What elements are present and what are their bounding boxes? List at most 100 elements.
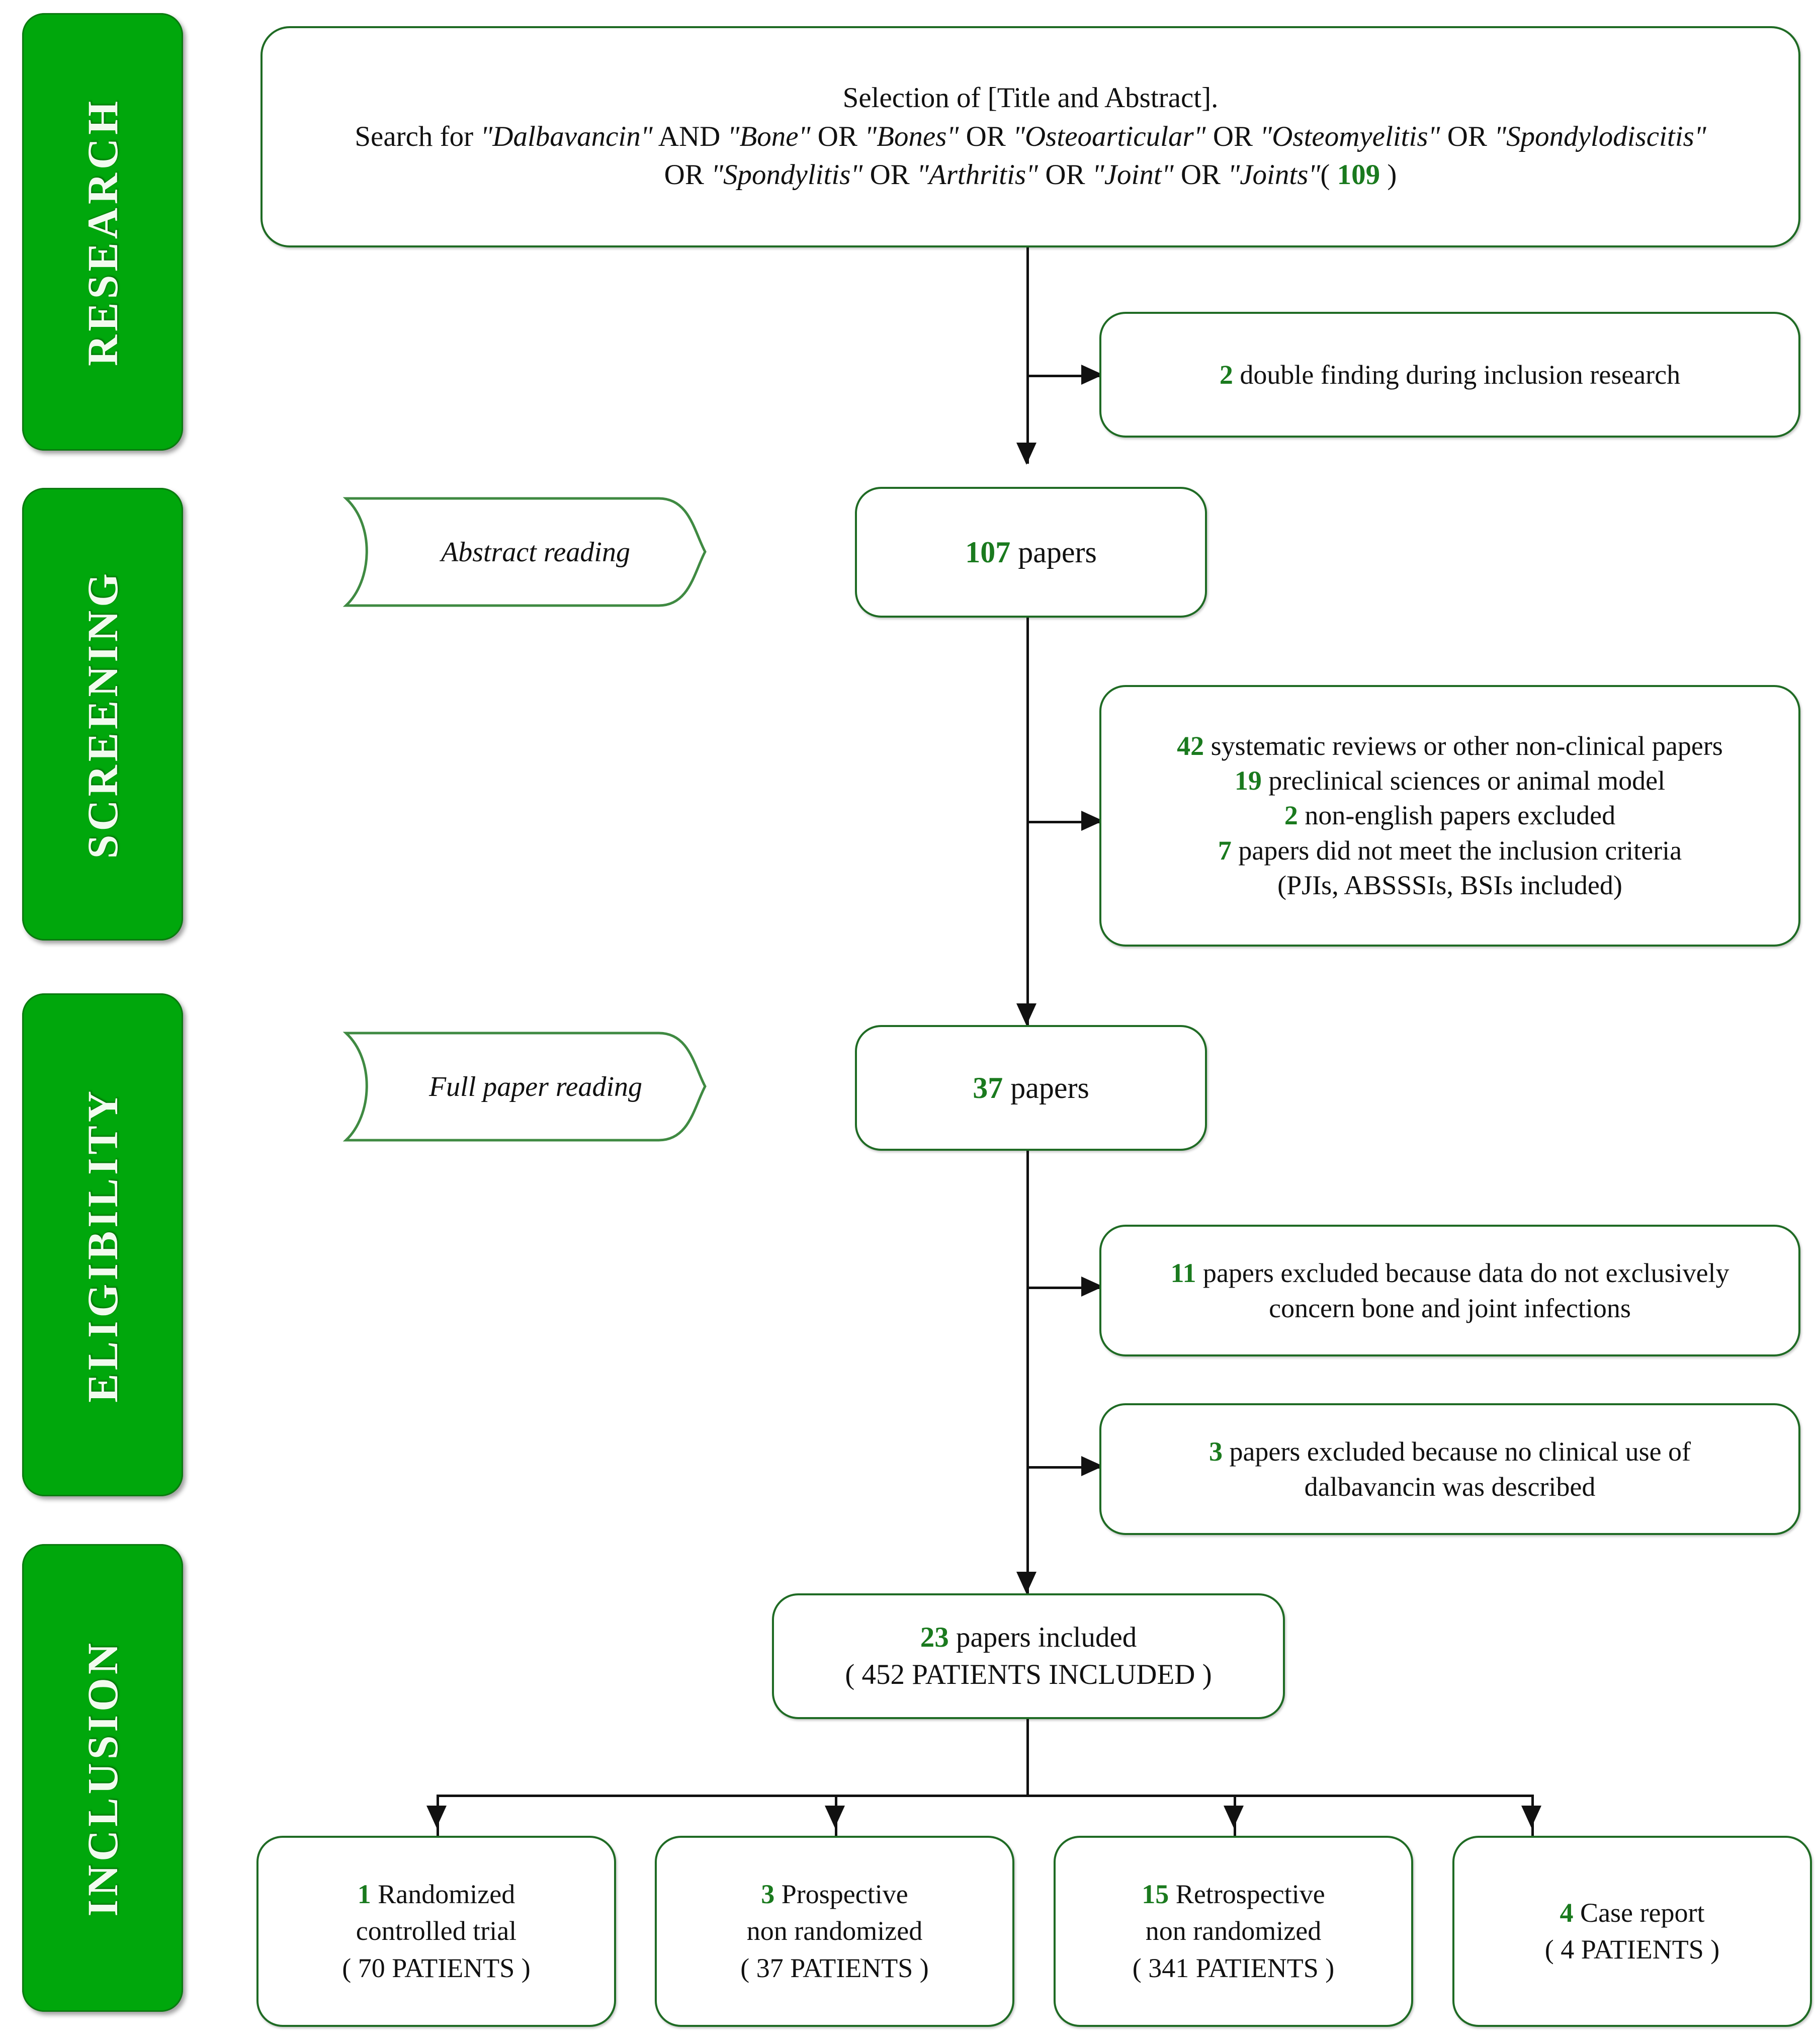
papers-107-count: 107 (965, 536, 1011, 569)
connector-to-screening-exclusions (1026, 821, 1102, 823)
study-type-label: Retrospective (1175, 1879, 1325, 1909)
search-term: "Osteomyelitis" (1260, 120, 1440, 152)
stage-box-eligibility: ELIGIBILITY (22, 993, 183, 1496)
search-term: "Spondylitis" (711, 159, 863, 191)
exclusion-count: 2 (1284, 800, 1298, 831)
duplicates-count: 2 (1219, 359, 1233, 390)
screening-exclusions-box: 42 systematic reviews or other non-clini… (1099, 685, 1800, 947)
exclusion-row: 19 preclinical sciences or animal model (1114, 763, 1785, 798)
connector-to-duplicates (1026, 375, 1102, 377)
included-count: 23 (920, 1621, 949, 1653)
stage-label-screening: SCREENING (78, 569, 127, 859)
search-operator: OR (1440, 120, 1495, 152)
exclusion-row: 2 non-english papers excluded (1114, 798, 1785, 833)
search-query-line-2: OR "Spondylitis" OR "Arthritis" OR "Join… (276, 156, 1785, 194)
search-operator: OR (810, 120, 865, 152)
search-count-open: ( (1320, 159, 1337, 191)
exclusion-count: 19 (1234, 765, 1262, 796)
connector-search-to-screening (1026, 247, 1029, 464)
papers-included-box: 23 papers included ( 452 PATIENTS INCLUD… (772, 1593, 1285, 1719)
eligibility-exclusion-1-box: 11 papers excluded because data do not e… (1099, 1225, 1800, 1356)
study-type-patients: ( 4 PATIENTS ) (1544, 1934, 1720, 1965)
exclusion-text: systematic reviews or other non-clinical… (1210, 731, 1723, 761)
connector-included-to-split (1026, 1719, 1029, 1796)
eligibility-exclusion-1-line-1: 11 papers excluded because data do not e… (1114, 1255, 1785, 1291)
stage-label-inclusion: INCLUSION (78, 1639, 127, 1917)
study-type-count: 4 (1560, 1897, 1574, 1928)
eligibility-exclusion-2-line-1: 3 papers excluded because no clinical us… (1114, 1434, 1785, 1469)
study-type-count: 1 (357, 1879, 371, 1909)
exclusion-count: 7 (1218, 835, 1232, 866)
search-prefix: Search for (355, 120, 481, 152)
study-type-patients: ( 341 PATIENTS ) (1132, 1952, 1335, 1983)
search-strategy-box: Selection of [Title and Abstract]. Searc… (261, 26, 1800, 247)
eligibility-exclusion-2-line-2: dalbavancin was described (1304, 1472, 1596, 1502)
study-type-box-randomized: 1 Randomized controlled trial ( 70 PATIE… (256, 1836, 616, 2027)
arrowhead-to-type-4 (1521, 1806, 1541, 1828)
arrowhead-to-included (1016, 1572, 1036, 1594)
exclusion-footnote: (PJIs, ABSSSIs, BSIs included) (1277, 870, 1622, 900)
papers-37-label: papers (1010, 1071, 1089, 1104)
papers-37-box: 37 papers (855, 1025, 1207, 1151)
search-query-line-1: Search for "Dalbavancin" AND "Bone" OR "… (276, 118, 1785, 156)
study-type-name: 4 Case report (1467, 1895, 1797, 1931)
search-result-count: 109 (1337, 159, 1380, 191)
study-type-box-prospective: 3 Prospective non randomized ( 37 PATIEN… (655, 1836, 1014, 2027)
stage-box-screening: SCREENING (22, 488, 183, 941)
search-operator: OR (1173, 159, 1228, 191)
papers-107-label: papers (1018, 536, 1097, 569)
included-label: papers included (956, 1621, 1137, 1653)
study-type-label-2: non randomized (1145, 1916, 1322, 1946)
study-type-label: Prospective (781, 1879, 908, 1909)
eligibility-exclusion-1-line-2: concern bone and joint infections (1269, 1293, 1631, 1323)
arrowhead-to-type-2 (825, 1806, 845, 1828)
exclusion-row: 42 systematic reviews or other non-clini… (1114, 729, 1785, 763)
search-title-line: Selection of [Title and Abstract]. (842, 82, 1219, 114)
exclusion-text: non-english papers excluded (1305, 800, 1616, 831)
study-type-name: 1 Randomized (272, 1876, 601, 1913)
eligibility-exclusion-2-count: 3 (1208, 1436, 1223, 1467)
eligibility-exclusion-1-text: papers excluded because data do not excl… (1202, 1257, 1729, 1288)
eligibility-exclusion-1-count: 11 (1170, 1257, 1196, 1288)
papers-37-count: 37 (973, 1071, 1003, 1104)
eligibility-exclusion-2-box: 3 papers excluded because no clinical us… (1099, 1403, 1800, 1535)
split-bus-line (437, 1795, 1533, 1797)
exclusion-row: 7 papers did not meet the inclusion crit… (1114, 833, 1785, 868)
exclusion-text: preclinical sciences or animal model (1268, 765, 1666, 796)
study-type-count: 15 (1142, 1879, 1169, 1909)
search-operator: OR (1038, 159, 1092, 191)
duplicates-box: 2 double finding during inclusion resear… (1099, 312, 1800, 438)
included-line-1: 23 papers included (787, 1619, 1270, 1656)
search-term: "Spondylodiscitis" (1494, 120, 1706, 152)
connector-to-eligibility-exclusion-1 (1026, 1287, 1102, 1289)
search-term: "Bones" (864, 120, 959, 152)
study-type-count: 3 (761, 1879, 775, 1909)
stage-box-research: RESEARCH (22, 13, 183, 451)
search-count-close: ) (1380, 159, 1397, 191)
study-type-label: Randomized (378, 1879, 515, 1909)
search-operator: OR (862, 159, 917, 191)
arrowhead-to-type-1 (426, 1806, 447, 1828)
study-type-label-2: non randomized (746, 1916, 923, 1946)
connector-eligibility-to-inclusion (1026, 1151, 1029, 1593)
study-type-name: 3 Prospective (670, 1876, 999, 1913)
study-type-patients: ( 70 PATIENTS ) (342, 1952, 531, 1983)
stage-label-research: RESEARCH (78, 98, 127, 366)
arrowhead-to-type-3 (1224, 1806, 1244, 1828)
eligibility-exclusion-2-text: papers excluded because no clinical use … (1229, 1436, 1691, 1467)
included-patients: ( 452 PATIENTS INCLUDED ) (845, 1659, 1212, 1690)
search-term: "Bone" (727, 120, 811, 152)
connector-to-eligibility-exclusion-2 (1026, 1466, 1102, 1469)
study-type-label: Case report (1580, 1897, 1705, 1928)
study-type-name: 15 Retrospective (1069, 1876, 1398, 1913)
search-term: "Arthritis" (917, 159, 1039, 191)
search-term: "Joints" (1228, 159, 1321, 191)
duplicates-text: double finding during inclusion research (1240, 359, 1681, 390)
pennant-full-paper-reading: Full paper reading (342, 1030, 709, 1143)
stage-box-inclusion: INCLUSION (22, 1544, 183, 2012)
search-operator: OR (1205, 120, 1260, 152)
papers-107-box: 107 papers (855, 487, 1207, 618)
pennant-label-abstract-reading: Abstract reading (441, 536, 630, 568)
study-type-box-retrospective: 15 Retrospective non randomized ( 341 PA… (1054, 1836, 1413, 2027)
